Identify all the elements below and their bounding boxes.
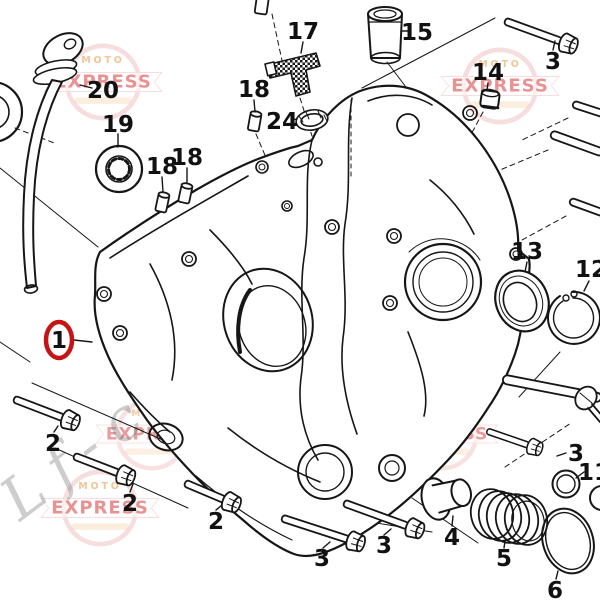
watermark-badge: MOTO EXPRESS [43, 43, 163, 121]
callout-label-17: 17 [287, 19, 319, 45]
callout-label-13: 13 [511, 239, 543, 265]
callout-label-12: 12 [575, 257, 600, 283]
stud-right-b [549, 130, 600, 157]
stud-right-a [571, 100, 600, 118]
badge-top-text: MOTO [81, 55, 125, 66]
callout-label-14: 14 [472, 60, 504, 86]
part-5-spring [469, 488, 549, 546]
callout-label-15: 15 [401, 20, 433, 46]
fasteners [12, 0, 600, 553]
callout-labels: 20191818181724151431312122233345611 [43, 19, 600, 600]
callout-label-20: 20 [87, 78, 119, 104]
dowel-pin-18-a [154, 191, 171, 214]
badge-top-text: MOTO [78, 481, 122, 492]
badge-ribbon [40, 498, 160, 518]
badge-main-text: EXPRESS [51, 498, 149, 519]
part-13-oil-seal [494, 269, 550, 333]
bolt-2-c [183, 479, 242, 514]
callout-label-1: 1 [51, 328, 67, 354]
callout-label-5: 5 [496, 546, 512, 572]
callout-label-6: 6 [547, 578, 563, 600]
part-4-bushing [420, 477, 473, 521]
badge-ring [461, 47, 539, 125]
badge-main-text: EXPRESS [54, 72, 152, 93]
badge-ribbon [440, 76, 560, 96]
part-1-highlight-circle [43, 319, 75, 361]
part-19-needle-bearing [94, 144, 144, 194]
dowel-pin-18-b [177, 182, 194, 205]
dowel-pin-18-c [247, 110, 263, 133]
leader-lines [53, 30, 590, 580]
badge-ring [64, 43, 142, 121]
top-edge-pin [253, 0, 270, 16]
cut-bearing-left-edge [0, 81, 24, 143]
part-11-oring [551, 469, 600, 511]
watermark-badge: MOTO EXPRESS [40, 469, 160, 547]
callout-label-18: 18 [238, 77, 270, 103]
badge-top-text: MOTO [478, 59, 522, 70]
part-20-oil-pipe [22, 32, 84, 294]
callout-label-3: 3 [376, 533, 392, 559]
badge-ring [61, 469, 139, 547]
watermark-badge: MOTO EXPRESS [440, 47, 560, 125]
part-24-gasket-ring [295, 108, 329, 132]
callout-label-19: 19 [102, 112, 134, 138]
callout-label-11: 11 [578, 460, 600, 486]
badge-main-text: EXPRESS [451, 76, 549, 97]
bolt-3-bottom-a [280, 514, 366, 553]
badge-sub-smudge [71, 523, 129, 530]
callout-label-18: 18 [171, 145, 203, 171]
part-6-oring [541, 507, 595, 575]
callout-label-18: 18 [146, 154, 178, 180]
callout-label-3: 3 [545, 49, 561, 75]
callout-label-24: 24 [266, 109, 298, 135]
stud-right-c [568, 197, 600, 217]
part-12-circlip [546, 290, 600, 345]
bolt-3-bottom-b [342, 499, 426, 540]
callout-label-2: 2 [208, 509, 224, 535]
callout-label-2: 2 [122, 491, 138, 517]
callout-label-4: 4 [444, 525, 460, 551]
bolt-2-a [12, 395, 81, 432]
part-15-sleeve [367, 6, 403, 65]
callout-label-2: 2 [45, 431, 61, 457]
callout-label-3: 3 [568, 441, 584, 467]
bolt-2-b [72, 452, 137, 487]
bolt-3-top-right [503, 17, 579, 55]
callout-label-3: 3 [314, 546, 330, 572]
part-14-bushing [479, 88, 501, 110]
part-17-gasket [264, 52, 321, 97]
badge-sub-smudge [74, 97, 132, 104]
bolt-3-right [485, 428, 544, 457]
bolt-corner-bottom-right [574, 385, 600, 423]
